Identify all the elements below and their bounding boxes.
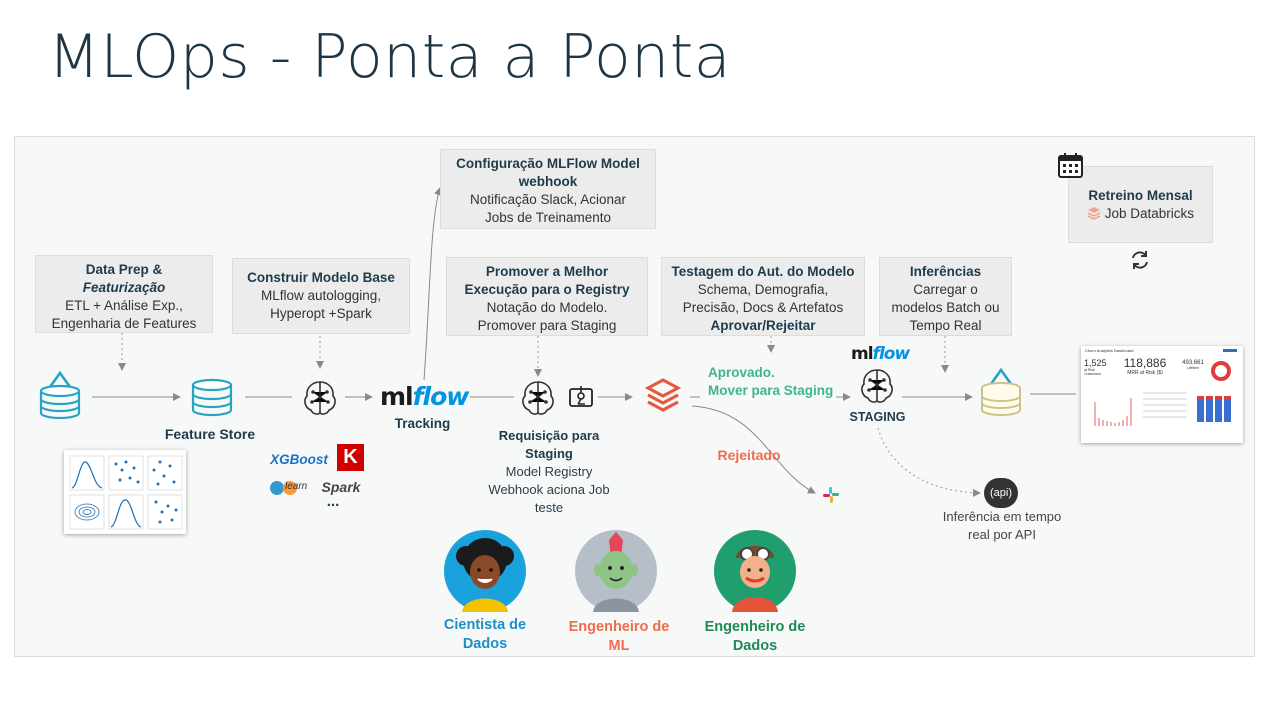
data-prep-box: Data Prep & Featurização ETL + Análise E… <box>35 255 213 333</box>
registry-brain-icon <box>518 378 558 423</box>
ml-engineer-avatar <box>575 530 657 612</box>
keras-letter: K <box>343 446 358 468</box>
xgboost-logo: XGBoost <box>270 452 328 467</box>
api-badge-text: api <box>993 487 1009 499</box>
inference-delta-database-icon <box>980 367 1022 416</box>
calendar-icon <box>1057 152 1084 184</box>
request-heading: Requisição para Staging <box>498 428 600 461</box>
testing-box: Testagem do Aut. do Modelo Schema, Demog… <box>661 257 865 336</box>
api-inference-line: real por API <box>968 527 1036 542</box>
keras-logo: K <box>337 444 364 471</box>
rejected-label: Rejeitado <box>717 447 781 463</box>
inference-heading: Inferências <box>909 264 982 279</box>
inference-line: Tempo Real <box>909 318 982 333</box>
kpi-label: Lifetime <box>1186 366 1200 370</box>
data-engineer-avatar <box>714 530 796 612</box>
mlflow-ml-text: ml <box>851 344 874 364</box>
mlflow-ml-text: ml <box>380 382 414 411</box>
mlflow-tracking-logo: mlflow <box>380 382 470 411</box>
inference-line: modelos Batch ou <box>891 300 1000 315</box>
data-scientist-avatar <box>444 530 526 612</box>
delta-database-icon <box>39 370 81 420</box>
more-libraries-ellipsis: ... <box>326 493 340 510</box>
refresh-icon <box>1129 249 1151 276</box>
databricks-logo-icon <box>644 377 682 418</box>
testing-line: Precisão, Docs & Artefatos <box>682 300 844 315</box>
build-model-heading: Construir Modelo Base <box>247 270 395 285</box>
ml-engineer-label: Engenheiro de ML <box>568 619 670 654</box>
kpi-value: 493,661 <box>1182 360 1204 366</box>
build-model-box: Construir Modelo Base MLflow autologging… <box>232 258 410 334</box>
staging-brain-icon <box>857 366 897 411</box>
promote-line: Notação do Modelo. <box>486 300 608 315</box>
build-model-line: MLflow autologging, <box>260 288 382 303</box>
feature-store-database-icon <box>191 378 233 426</box>
mlflow-staging-logo: mlflow <box>851 344 911 364</box>
request-line: Model Registry <box>505 464 593 479</box>
feature-plots-thumbnail <box>64 450 186 534</box>
dashboard-kpi: 493,661 Lifetime <box>1179 360 1207 370</box>
staging-label: STAGING <box>849 410 906 424</box>
data-prep-heading: Data Prep & <box>85 262 163 277</box>
config-webhook-line: Notificação Slack, Acionar <box>469 192 627 207</box>
config-webhook-line: Jobs de Treinamento <box>484 210 612 225</box>
slack-icon <box>822 486 840 509</box>
dashboard-kpi: 118,886 MRR at Risk ($) <box>1115 356 1175 376</box>
data-engineer-label: Engenheiro de Dados <box>704 619 806 654</box>
api-inference-line: Inferência em tempo <box>942 509 1062 524</box>
config-webhook-box: Configuração MLFlow Model webhook Notifi… <box>440 149 656 229</box>
data-prep-line: Engenharia de Features <box>51 316 197 331</box>
inference-box: Inferências Carregar o modelos Batch ou … <box>879 257 1012 336</box>
dashboard-thumbnail: Churn Analytics Dashboard 1,525 at Risk … <box>1081 346 1243 443</box>
mlflow-flow-text: flow <box>872 344 911 364</box>
data-prep-line: ETL + Análise Exp., <box>65 298 183 313</box>
api-inference-label: Inferência em tempo real por API <box>936 508 1068 544</box>
inference-line: Carregar o <box>913 282 978 297</box>
promote-box: Promover a Melhor Execução para o Regist… <box>446 257 648 336</box>
kpi-value: 118,886 <box>1123 356 1167 370</box>
webhook-icon <box>568 384 594 413</box>
api-icon: (api) <box>984 478 1018 508</box>
page-title: MLOps - Ponta a Ponta <box>48 22 731 92</box>
testing-heading: Testagem do Aut. do Modelo <box>671 264 855 279</box>
kpi-value: 1,525 <box>1084 358 1107 368</box>
data-prep-heading-italic: Featurização <box>82 280 166 295</box>
promote-heading: Promover a Melhor Execução para o Regist… <box>464 264 630 297</box>
tracking-label: Tracking <box>394 416 451 431</box>
testing-decision: Aprovar/Rejeitar <box>710 318 816 333</box>
request-text: Requisição para Staging Model Registry W… <box>481 427 617 517</box>
approved-line: Aprovado. <box>708 365 775 380</box>
spark-logo: Spark <box>321 479 361 495</box>
build-model-line: Hyperopt +Spark <box>270 306 372 321</box>
dashboard-kpi: 1,525 at Risk Customers <box>1084 358 1112 376</box>
data-scientist-label: Cientista de Dados <box>443 617 527 652</box>
config-webhook-heading: Configuração MLFlow Model webhook <box>456 156 640 189</box>
request-line: Webhook aciona Job <box>488 482 610 497</box>
testing-line: Schema, Demografia, <box>697 282 829 297</box>
model-brain-icon <box>300 378 340 423</box>
mlflow-flow-text: flow <box>412 382 470 411</box>
request-line: teste <box>534 500 564 515</box>
approved-line: Mover para Staging <box>708 383 834 398</box>
dashboard-graphics <box>1094 349 1237 426</box>
feature-store-label: Feature Store <box>164 426 256 442</box>
approved-label: Aprovado. Mover para Staging <box>708 364 833 400</box>
promote-line: Promover para Staging <box>477 318 617 333</box>
sklearn-text: learn <box>285 481 308 492</box>
databricks-small-icon <box>1087 206 1101 220</box>
kpi-label: at Risk Customers <box>1084 368 1101 376</box>
sklearn-logo: learn <box>268 478 314 498</box>
retrain-line: Job Databricks <box>1104 206 1195 221</box>
dashboard-title: Churn Analytics Dashboard <box>1085 348 1134 353</box>
retrain-box: Retreino Mensal Job Databricks <box>1068 166 1213 243</box>
kpi-label: MRR at Risk ($) <box>1127 370 1163 376</box>
retrain-heading: Retreino Mensal <box>1088 188 1193 203</box>
